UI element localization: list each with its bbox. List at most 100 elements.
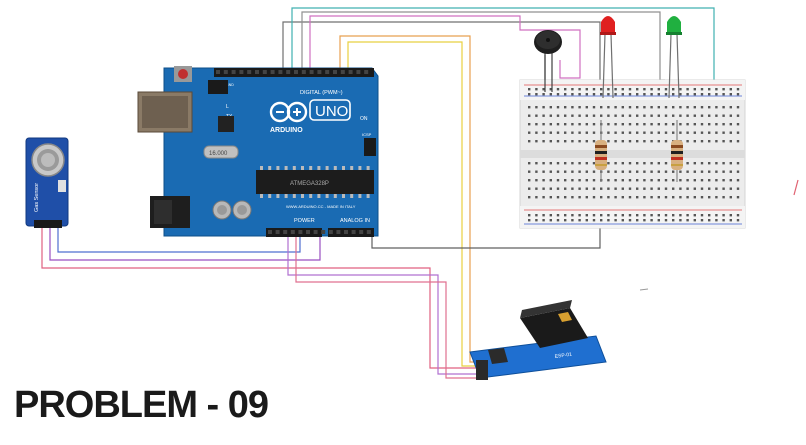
breadboard-hole bbox=[657, 131, 660, 134]
breadboard-hole bbox=[657, 123, 660, 126]
breadboard-hole bbox=[607, 106, 610, 109]
breadboard-hole bbox=[542, 187, 545, 190]
breadboard-hole bbox=[542, 140, 545, 143]
chip-pin bbox=[333, 166, 337, 170]
breadboard-hole bbox=[715, 219, 718, 222]
breadboard-hole bbox=[600, 187, 603, 190]
breadboard-hole bbox=[657, 93, 660, 96]
breadboard-hole bbox=[672, 179, 675, 182]
breadboard-hole bbox=[664, 214, 668, 217]
breadboard-hole bbox=[729, 114, 732, 117]
breadboard-hole bbox=[528, 179, 531, 182]
breadboard-hole bbox=[636, 114, 639, 117]
breadboard-hole bbox=[535, 88, 538, 91]
breadboard-hole bbox=[549, 131, 552, 134]
breadboard-hole bbox=[722, 114, 725, 117]
breadboard-hole bbox=[693, 123, 696, 126]
breadboard-hole bbox=[729, 162, 732, 165]
breadboard-hole bbox=[542, 219, 545, 222]
breadboard-hole bbox=[672, 106, 675, 109]
chip-pin bbox=[268, 194, 272, 198]
breadboard bbox=[519, 79, 746, 229]
breadboard-hole bbox=[614, 88, 617, 91]
breadboard-hole bbox=[700, 162, 704, 165]
breadboard-hole bbox=[607, 187, 610, 190]
breadboard-hole bbox=[729, 214, 732, 217]
breadboard-hole bbox=[528, 93, 531, 96]
breadboard-hole bbox=[528, 162, 531, 165]
breadboard-hole bbox=[715, 106, 718, 109]
header-pin bbox=[328, 230, 333, 234]
breadboard-hole bbox=[672, 214, 675, 217]
breadboard-hole bbox=[528, 106, 531, 109]
breadboard-hole bbox=[657, 170, 660, 173]
breadboard-hole bbox=[664, 93, 668, 96]
breadboard-hole bbox=[664, 187, 668, 190]
header-pin bbox=[275, 230, 280, 234]
breadboard-hole bbox=[672, 114, 675, 117]
header-pin bbox=[278, 70, 283, 74]
breadboard-hole bbox=[571, 179, 574, 182]
breadboard-hole bbox=[664, 106, 668, 109]
breadboard-hole bbox=[686, 140, 689, 143]
wire-orange-top bbox=[339, 35, 471, 350]
breadboard-hole bbox=[528, 88, 531, 91]
breadboard-hole bbox=[679, 114, 682, 117]
breadboard-hole bbox=[715, 196, 718, 199]
header-pin bbox=[317, 70, 322, 74]
breadboard-hole bbox=[614, 214, 617, 217]
breadboard-hole bbox=[722, 93, 725, 96]
breadboard-hole bbox=[686, 219, 689, 222]
analog-label: ANALOG IN bbox=[340, 218, 370, 224]
breadboard-hole bbox=[592, 214, 596, 217]
chip-pin bbox=[284, 194, 288, 198]
breadboard-hole bbox=[621, 123, 624, 126]
breadboard-hole bbox=[636, 140, 639, 143]
breadboard-hole bbox=[693, 162, 696, 165]
breadboard-hole bbox=[657, 214, 660, 217]
breadboard-hole bbox=[657, 162, 660, 165]
breadboard-hole bbox=[607, 196, 610, 199]
breadboard-hole bbox=[657, 106, 660, 109]
breadboard-hole bbox=[657, 140, 660, 143]
breadboard-hole bbox=[571, 114, 574, 117]
breadboard-hole bbox=[621, 162, 624, 165]
breadboard-hole bbox=[578, 170, 581, 173]
breadboard-hole bbox=[592, 106, 596, 109]
breadboard-hole bbox=[535, 123, 538, 126]
green-led bbox=[666, 16, 682, 99]
breadboard-hole bbox=[715, 140, 718, 143]
header-pin bbox=[313, 230, 318, 234]
header-pin bbox=[262, 70, 267, 74]
digital-label: DIGITAL (PWM~) bbox=[300, 90, 343, 96]
breadboard-hole bbox=[571, 88, 574, 91]
breadboard-hole bbox=[528, 114, 531, 117]
breadboard-hole bbox=[736, 88, 740, 91]
breadboard-hole bbox=[693, 179, 696, 182]
breadboard-hole bbox=[693, 93, 696, 96]
breadboard-hole bbox=[607, 219, 610, 222]
breadboard-hole bbox=[650, 214, 653, 217]
breadboard-hole bbox=[614, 219, 617, 222]
breadboard-hole bbox=[636, 196, 639, 199]
breadboard-hole bbox=[722, 106, 725, 109]
arduino-brand-text: ARDUINO bbox=[270, 127, 303, 134]
header-pin bbox=[223, 70, 228, 74]
breadboard-hole bbox=[715, 88, 718, 91]
breadboard-hole bbox=[729, 179, 732, 182]
breadboard-hole bbox=[535, 106, 538, 109]
breadboard-hole bbox=[564, 140, 567, 143]
breadboard-hole bbox=[643, 219, 646, 222]
chip-pin bbox=[358, 166, 362, 170]
breadboard-hole bbox=[686, 196, 689, 199]
breadboard-hole bbox=[664, 123, 668, 126]
breadboard-hole bbox=[729, 106, 732, 109]
breadboard-hole bbox=[556, 106, 560, 109]
breadboard-hole bbox=[607, 131, 610, 134]
breadboard-hole bbox=[542, 106, 545, 109]
chip-pin bbox=[358, 194, 362, 198]
breadboard-hole bbox=[643, 88, 646, 91]
breadboard-hole bbox=[542, 93, 545, 96]
breadboard-hole bbox=[657, 187, 660, 190]
breadboard-hole bbox=[628, 196, 632, 199]
